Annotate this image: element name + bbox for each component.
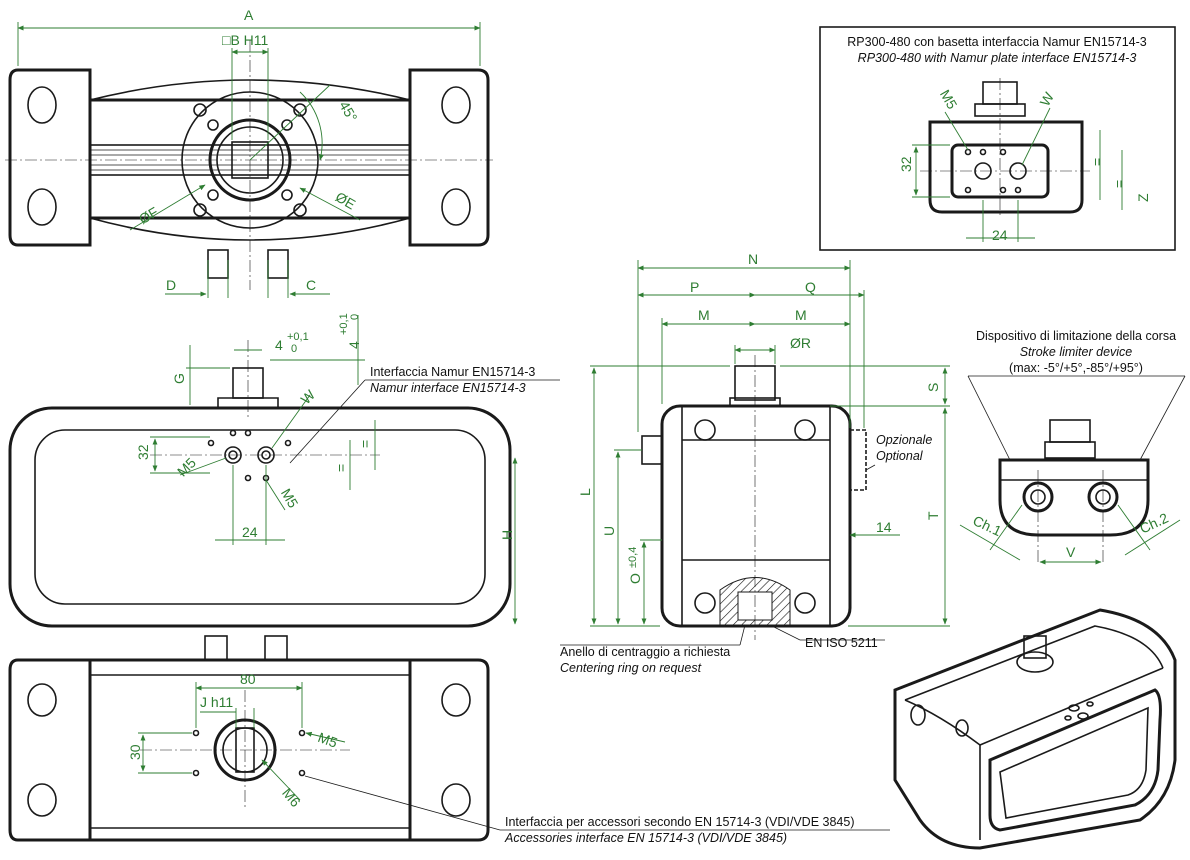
ring-label-it: Anello di centraggio a richiesta [560,645,730,659]
side-height-tol-plus: +0,1 [338,313,350,335]
namur-label-it: Interfaccia Namur EN15714-3 [370,365,535,379]
inset-title-en: RP300-480 with Namur plate interface EN1… [858,51,1137,65]
ch2-label: Ch.2 [1137,509,1171,536]
limiter-title-en: Stroke limiter device [1020,345,1133,359]
inset-w: W [1036,89,1057,109]
optional-it: Opzionale [876,433,932,447]
dim-o-tol: ±0,4 [627,547,639,568]
dim-m2-label: M [795,307,807,323]
dim-m1-label: M [698,307,710,323]
side-m5: M5 [174,454,199,479]
dim-d-label: D [166,277,176,293]
dim-q-label: Q [805,279,816,295]
inset-eq1: = [1089,158,1105,166]
bottom-dim-j: J h11 [200,694,233,710]
bottom-m6: M6 [279,785,304,810]
ch1-label: Ch.1 [971,512,1005,539]
accessory-label-it: Interfaccia per accessori secondo EN 157… [505,815,854,829]
dim-a-label: A [244,7,254,23]
side-slot-tol-zero: 0 [291,343,297,355]
inset-eq2: = [1111,180,1127,188]
top-view: A □B H11 45° ØF ØE D C [5,7,493,298]
dim-l-label: L [577,488,593,496]
inset-dim-32: 32 [898,156,914,172]
isometric-view [893,608,1177,850]
bottom-dim-30: 30 [127,744,143,760]
iso-label: EN ISO 5211 [805,636,878,650]
limiter-range: (max: -5°/+5°,-85°/+95°) [1009,361,1143,375]
side-view: 4 +0,1 0 4 +0,1 0 G H 32 24 M5 W M5 = = … [8,313,560,628]
accessory-label-en: Accessories interface EN 15714-3 (VDI/VD… [504,831,787,845]
side-m5-b: M5 [278,486,302,511]
bottom-dim-80: 80 [240,671,256,687]
dim-o-label: O [627,573,643,584]
side-dim-24: 24 [242,524,258,540]
dim-t-label: T [925,511,941,520]
side-height-tol-zero: 0 [349,314,361,320]
namur-label-en: Namur interface EN15714-3 [370,381,526,395]
dia-f-label: ØF [136,204,161,228]
namur-plate-inset: RP300-480 con basetta interfaccia Namur … [819,26,1176,251]
dim-14-label: 14 [876,519,892,535]
side-dim-32: 32 [135,444,151,460]
dim-v-label: V [1066,544,1076,560]
dim-b-label: □B H11 [222,32,269,48]
side-eq2: = [357,440,373,448]
inset-dim-24: 24 [992,227,1008,243]
limiter-title-it: Dispositivo di limitazione della corsa [976,329,1176,343]
dia-e-label: ØE [333,189,359,213]
optional-en: Optional [876,449,924,463]
dim-g-label: G [171,373,187,384]
inset-m5: M5 [937,87,961,112]
end-view: N P Q M M ØR S T L U O ±0,4 14 Opzionale… [560,251,950,675]
bottom-m5: M5 [316,729,340,751]
dia-r-label: ØR [790,335,811,351]
dim-c-label: C [306,277,316,293]
dim-h-label: H [499,530,515,540]
side-height-dim: 4 [346,341,362,349]
ring-label-en: Centering ring on request [560,661,702,675]
side-eq1: = [333,464,349,472]
angle-label: 45° [336,98,360,124]
side-slot-tol-plus: +0,1 [287,331,309,343]
dim-u-label: U [601,526,617,536]
inset-title-it: RP300-480 con basetta interfaccia Namur … [847,35,1147,49]
side-w: W [297,386,318,407]
bottom-view: 80 30 J h11 M5 M6 Interfaccia per access… [8,635,890,845]
inset-dim-z: Z [1135,193,1151,202]
dim-n-label: N [748,251,758,267]
dim-s-label: S [925,383,941,392]
side-slot-dim: 4 [275,337,283,353]
dim-p-label: P [690,279,699,295]
stroke-limiter-view: Dispositivo di limitazione della corsa S… [959,329,1186,565]
